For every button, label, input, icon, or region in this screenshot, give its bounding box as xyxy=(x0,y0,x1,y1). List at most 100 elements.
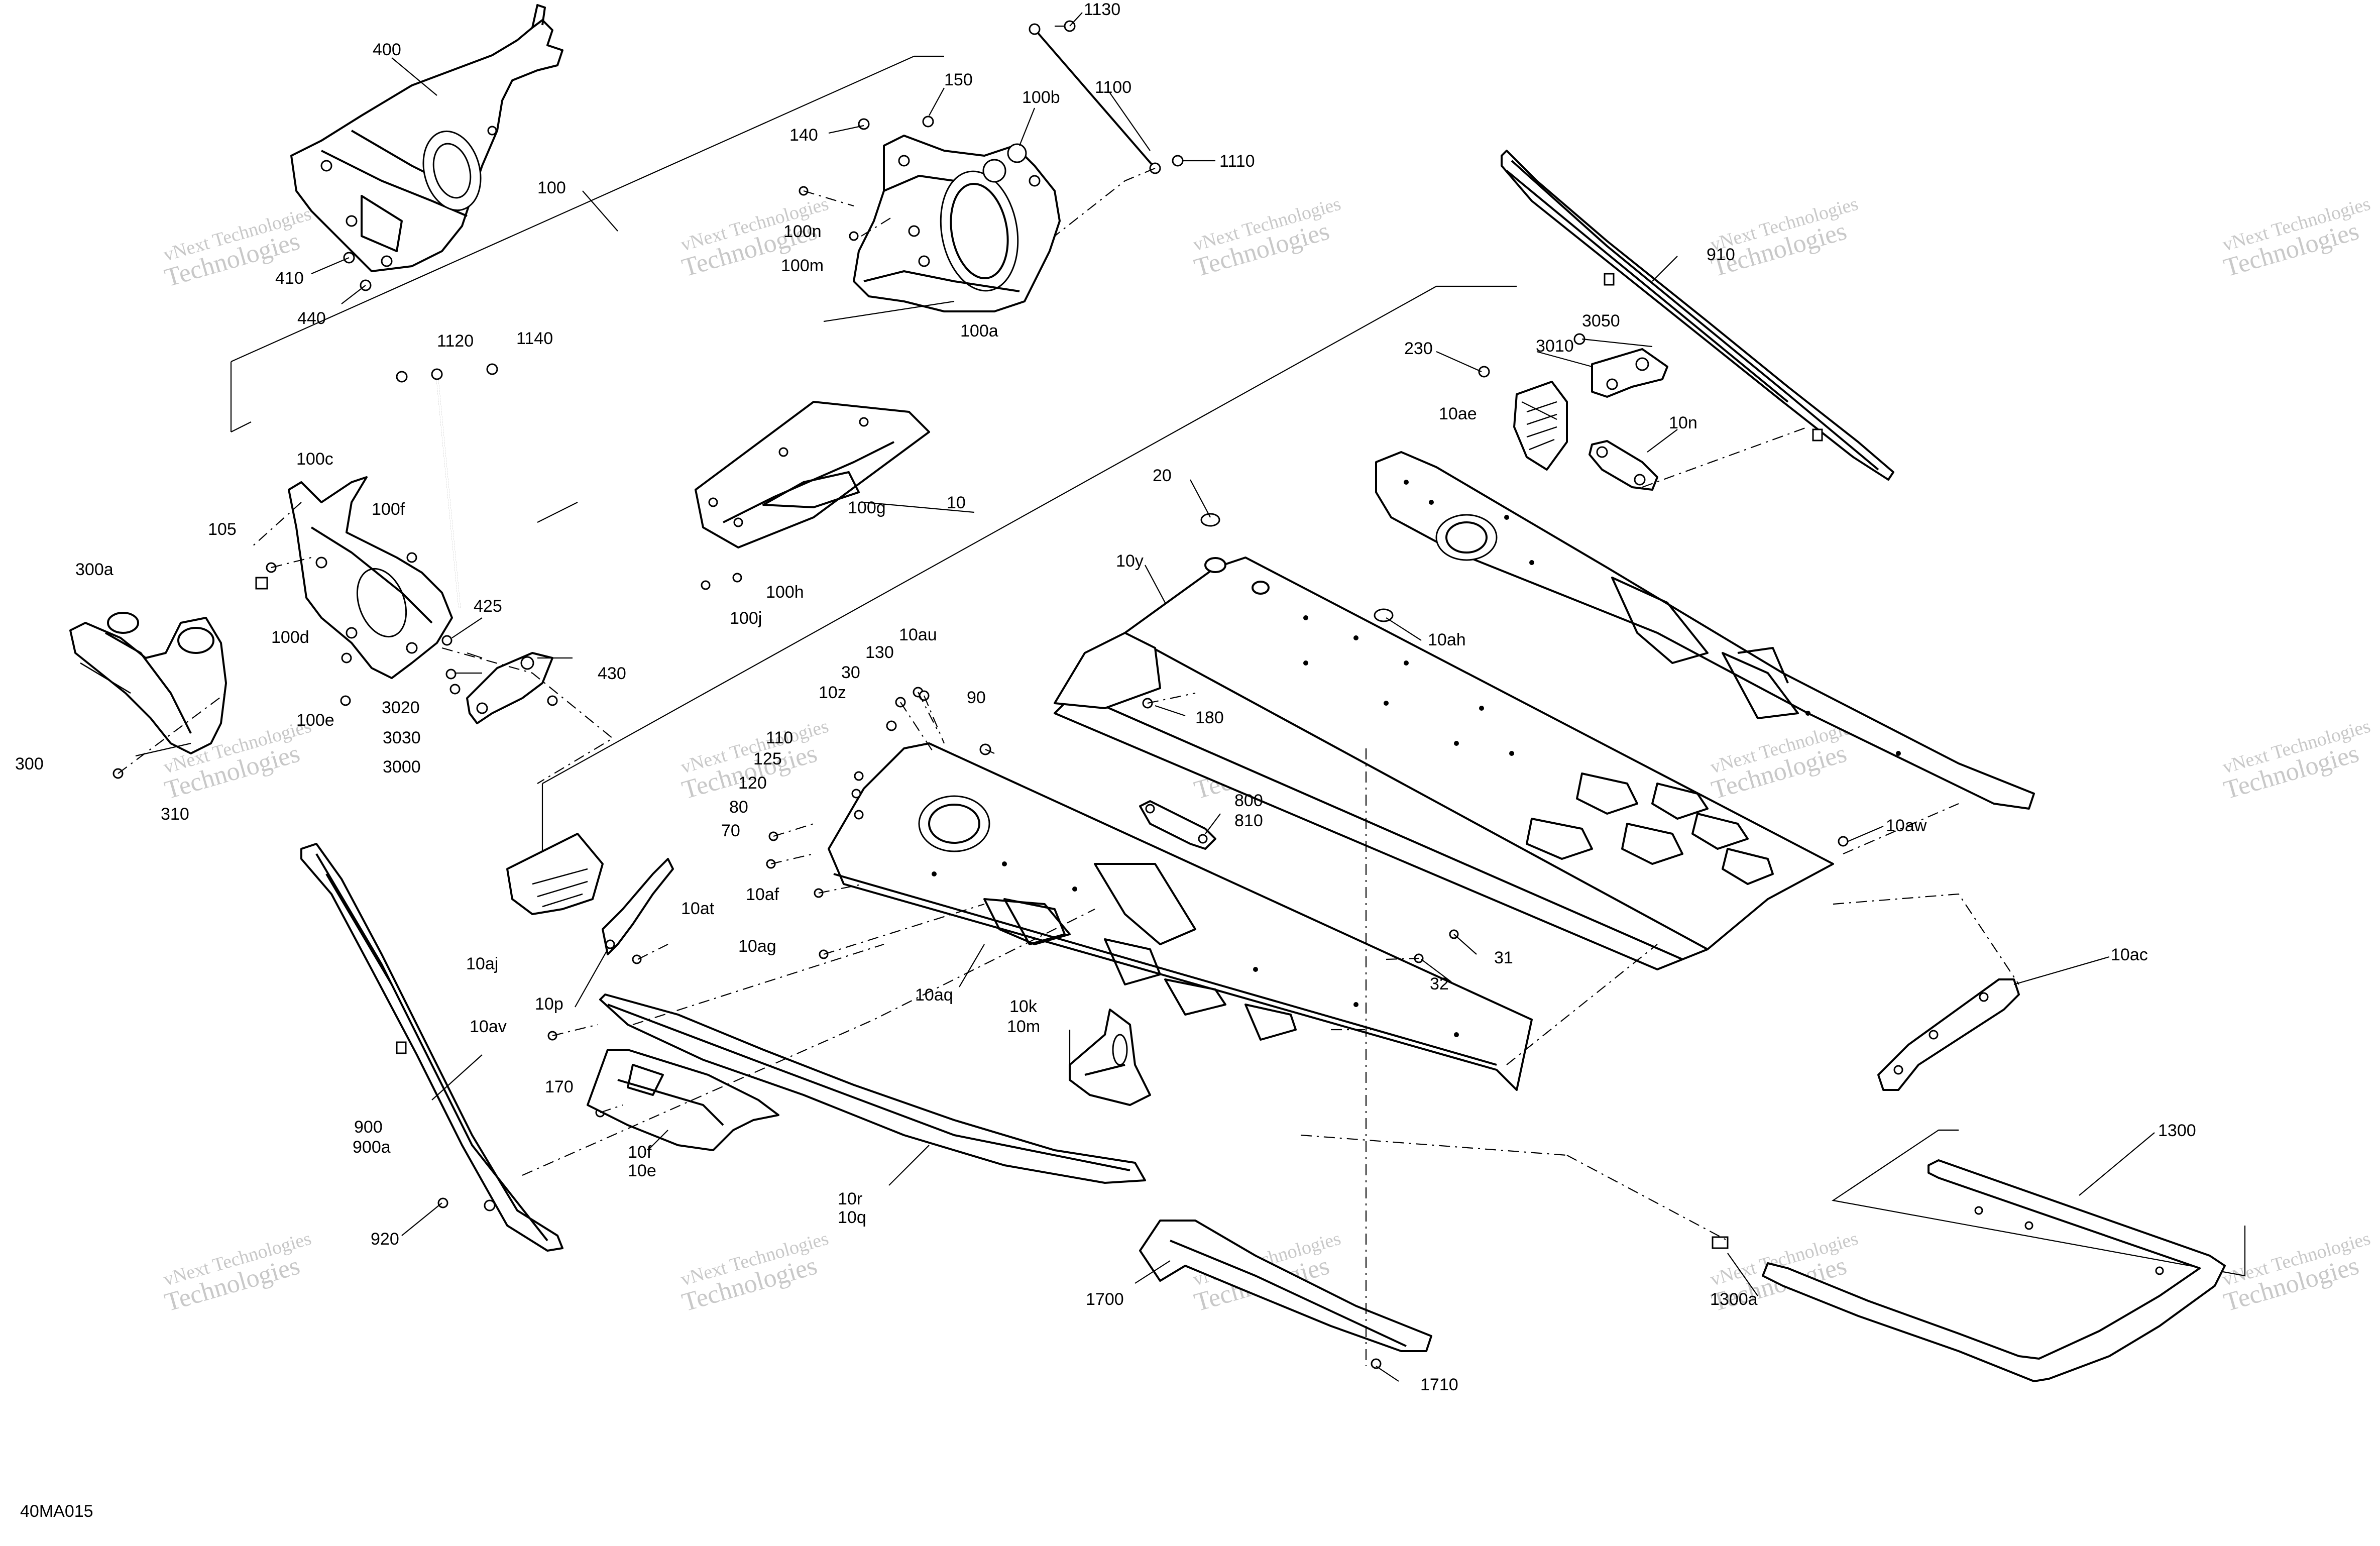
part-100g-plate xyxy=(695,401,930,548)
part-10-right-side-panel xyxy=(1375,451,2035,810)
label-3050: 3050 xyxy=(1582,311,1620,330)
label-1700: 1700 xyxy=(1086,1290,1124,1309)
label-100n: 100n xyxy=(783,222,822,241)
bolt-125 xyxy=(851,789,861,799)
label-80: 80 xyxy=(729,798,748,817)
part-1120-rod xyxy=(396,363,498,608)
label-310: 310 xyxy=(161,805,189,824)
bolt-120 xyxy=(854,810,864,820)
bolt-3030 xyxy=(449,684,461,695)
label-430: 430 xyxy=(598,664,626,683)
label-10af: 10af xyxy=(746,885,779,904)
part-1300-ubar xyxy=(1712,1159,2226,1382)
label-1130: 1130 xyxy=(1084,0,1120,19)
label-900: 900 xyxy=(354,1118,383,1137)
label-105: 105 xyxy=(208,520,237,539)
label-300a: 300a xyxy=(75,560,114,579)
label-910: 910 xyxy=(1707,245,1735,264)
bolt-3020 xyxy=(445,669,457,680)
label-300: 300 xyxy=(15,754,44,774)
label-10ac: 10ac xyxy=(2111,945,2148,964)
label-1100: 1100 xyxy=(1095,78,1131,97)
bolt-10aw xyxy=(1838,836,1849,847)
label-1300a: 1300a xyxy=(1710,1290,1758,1309)
part-300-support xyxy=(69,612,227,754)
part-10p-bracket xyxy=(602,858,674,955)
label-70: 70 xyxy=(721,821,740,840)
label-20: 20 xyxy=(1153,466,1172,485)
label-100m: 100m xyxy=(781,256,824,275)
label-230: 230 xyxy=(1404,339,1433,358)
label-10y: 10y xyxy=(1116,551,1144,571)
grommet-20 xyxy=(1200,513,1220,527)
label-170: 170 xyxy=(545,1077,574,1096)
label-920: 920 xyxy=(371,1230,399,1249)
assembly-brackets xyxy=(230,55,2246,1277)
label-125: 125 xyxy=(753,749,782,768)
label-100b: 100b xyxy=(1022,88,1060,107)
label-10: 10 xyxy=(947,493,966,512)
part-10r-bumper xyxy=(599,993,1146,1184)
bolt-10z xyxy=(886,720,897,731)
label-100: 100 xyxy=(537,178,566,197)
bolt-100d xyxy=(341,652,352,664)
bolt-425 xyxy=(441,635,452,646)
label-150: 150 xyxy=(944,70,973,89)
label-1110: 1110 xyxy=(1219,152,1255,171)
label-10m: 10m xyxy=(1007,1017,1040,1036)
leader-lines xyxy=(135,12,2155,1382)
part-910-rail xyxy=(1501,150,1894,481)
label-425: 425 xyxy=(474,597,502,616)
bolt-140 xyxy=(858,118,870,130)
bolt-920 xyxy=(437,1197,448,1208)
bolt-1710 xyxy=(1371,1358,1382,1369)
part-10aj-mesh xyxy=(506,833,604,915)
label-10e: 10e xyxy=(628,1161,656,1180)
label-1140: 1140 xyxy=(516,329,553,348)
label-3010: 3010 xyxy=(1536,337,1574,356)
label-1710: 1710 xyxy=(1420,1375,1458,1394)
watermark: vNext Technologies Technologies xyxy=(161,1228,314,1317)
label-100d: 100d xyxy=(271,628,309,647)
centerlines xyxy=(251,190,1728,1366)
label-10av: 10av xyxy=(470,1017,507,1036)
label-10n: 10n xyxy=(1669,413,1697,432)
label-130: 130 xyxy=(865,643,894,662)
bolt-10at xyxy=(632,954,642,964)
label-10aj: 10aj xyxy=(466,954,498,973)
part-400-upper-frame xyxy=(290,4,563,272)
label-3030: 3030 xyxy=(383,728,421,747)
watermark: vNext Technologies Technologies xyxy=(2220,193,2373,283)
part-10ac-bracket xyxy=(1877,978,2020,1091)
label-10ah: 10ah xyxy=(1428,630,1466,649)
label-900a: 900a xyxy=(353,1138,391,1157)
part-3010-bracket xyxy=(1591,348,1668,398)
callout-labels: 1130 1100 1110 150 140 100b 400 100 410 … xyxy=(15,0,2196,1521)
label-10z: 10z xyxy=(819,683,846,702)
label-810: 810 xyxy=(1234,811,1263,830)
label-100a: 100a xyxy=(960,321,998,341)
label-100e: 100e xyxy=(296,711,334,730)
bolt-100m xyxy=(849,231,859,241)
label-410: 410 xyxy=(275,269,304,288)
bolt-100h xyxy=(732,573,742,583)
part-10ae-mesh-bracket xyxy=(1513,381,1568,471)
bolt-100f xyxy=(406,552,417,563)
label-1300: 1300 xyxy=(2158,1121,2196,1140)
part-100c-mid-frame xyxy=(255,476,453,679)
grommet-100b xyxy=(1007,143,1027,163)
label-30: 30 xyxy=(841,663,860,682)
label-100g: 100g xyxy=(848,498,886,517)
label-100c: 100c xyxy=(296,450,333,469)
bolt-110 xyxy=(854,771,864,781)
bolt-430 xyxy=(547,695,558,706)
label-440: 440 xyxy=(297,309,326,328)
bolt-1110 xyxy=(1172,155,1184,167)
part-10n-bracket xyxy=(1589,440,1658,491)
label-10k: 10k xyxy=(1009,997,1038,1016)
bolt-230 xyxy=(1478,366,1490,378)
bolt-410 xyxy=(343,252,355,264)
diagram-code: 40MA015 xyxy=(20,1502,93,1521)
